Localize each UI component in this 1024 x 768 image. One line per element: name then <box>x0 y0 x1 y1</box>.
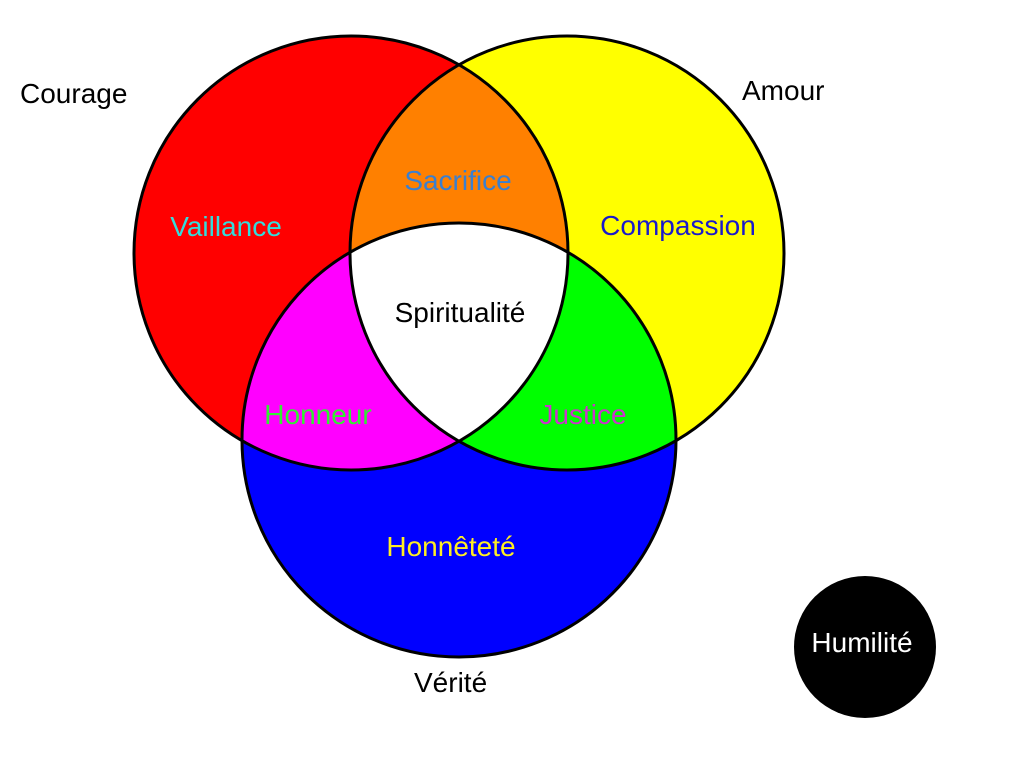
label-justice: Justice <box>539 399 627 430</box>
label-humilite: Humilité <box>811 627 913 658</box>
label-amour: Amour <box>742 75 825 106</box>
label-vaillance: Vaillance <box>170 211 282 242</box>
label-spiritualite: Spiritualité <box>394 297 526 328</box>
humilite-disc <box>794 576 936 718</box>
circle-verite-outline <box>240 221 678 659</box>
label-courage: Courage <box>20 78 128 109</box>
label-honnetete: Honnêteté <box>386 531 516 562</box>
label-honneur: Honneur <box>264 399 372 430</box>
label-compassion: Compassion <box>600 210 756 241</box>
label-verite: Vérité <box>414 667 488 698</box>
label-sacrifice: Sacrifice <box>404 165 512 196</box>
